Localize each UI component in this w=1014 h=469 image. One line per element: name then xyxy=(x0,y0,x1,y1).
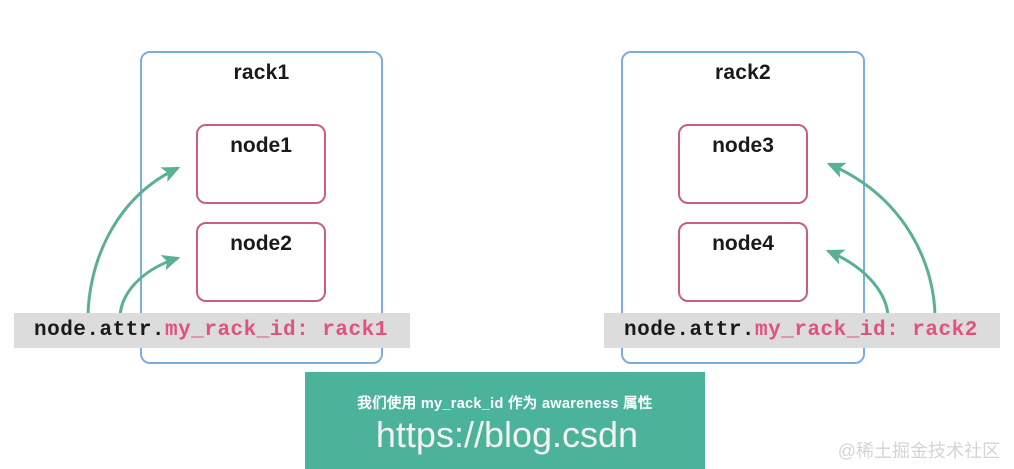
awareness-tooltip: 我们使用 my_rack_id 作为 awareness 属性 xyxy=(305,372,705,469)
attribute-prefix-rack1: node.attr. xyxy=(34,319,166,342)
node-label-node2: node2 xyxy=(230,232,292,255)
node-box-node1[interactable]: node1 xyxy=(196,124,326,204)
awareness-tooltip-text: 我们使用 my_rack_id 作为 awareness 属性 xyxy=(357,396,653,412)
attribute-value-rack1: rack1 xyxy=(322,319,388,342)
attribute-value-rack2: rack2 xyxy=(912,319,978,342)
node-label-node1: node1 xyxy=(230,134,292,157)
attribute-key-rack2: my_rack_id xyxy=(755,319,887,342)
attribute-key-rack1: my_rack_id xyxy=(165,319,297,342)
rack-title-rack1: rack1 xyxy=(233,61,290,84)
node-box-node2[interactable]: node2 xyxy=(196,222,326,302)
node-label-node4: node4 xyxy=(712,232,774,255)
attribute-separator-rack1: : xyxy=(296,319,323,342)
node-box-node4[interactable]: node4 xyxy=(678,222,808,302)
watermark-corner: @稀土掘金技术社区 xyxy=(837,441,1000,461)
attribute-label-rack1: node.attr.my_rack_id: rack1 xyxy=(14,313,410,348)
attribute-separator-rack2: : xyxy=(886,319,913,342)
node-label-node3: node3 xyxy=(712,134,774,157)
attribute-prefix-rack2: node.attr. xyxy=(624,319,756,342)
node-box-node3[interactable]: node3 xyxy=(678,124,808,204)
attribute-label-rack2: node.attr.my_rack_id: rack2 xyxy=(604,313,1000,348)
rack-title-rack2: rack2 xyxy=(715,61,771,84)
